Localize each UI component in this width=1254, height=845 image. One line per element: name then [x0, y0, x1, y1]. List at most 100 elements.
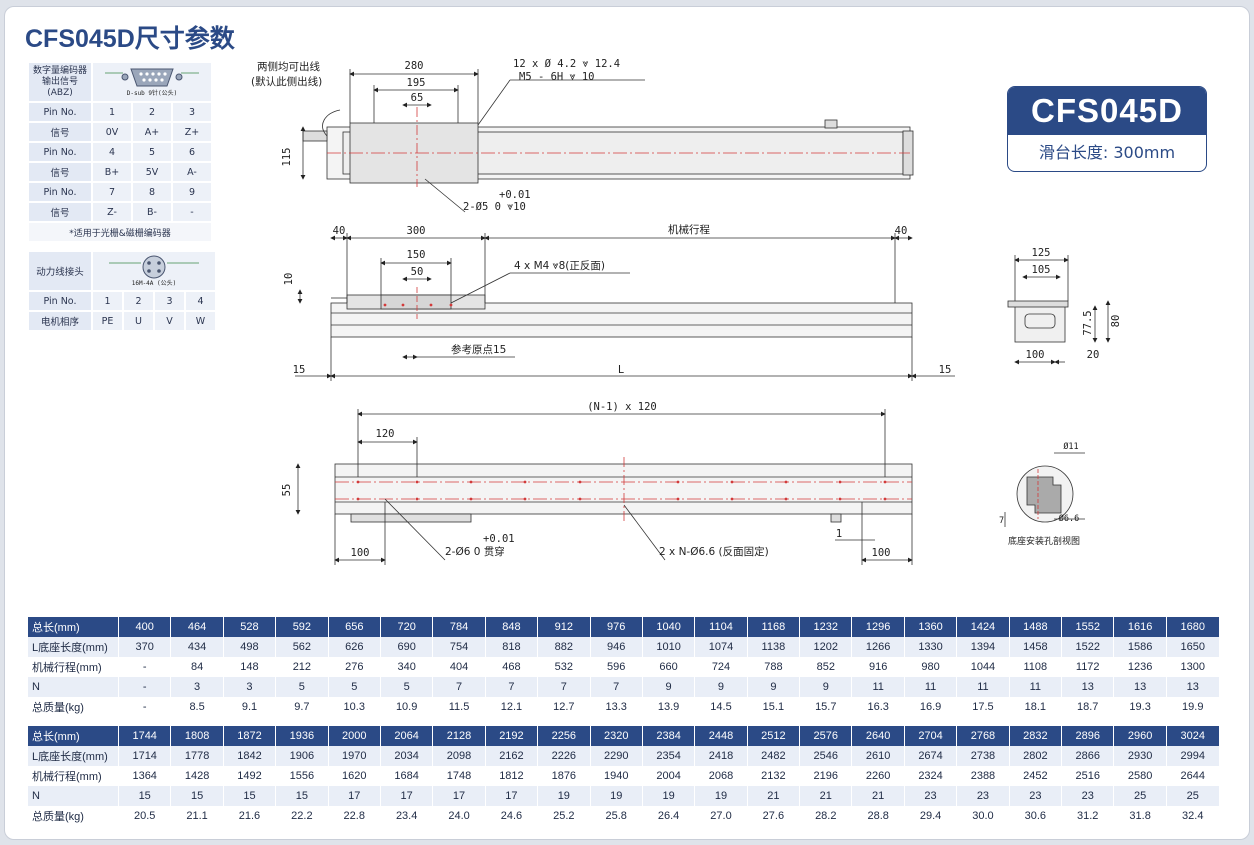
spec-cell: 25.8	[589, 806, 643, 826]
spec-cell: 2384	[641, 726, 695, 746]
spec-cell: 2640	[851, 726, 905, 746]
spec-cell: 1364	[117, 766, 171, 786]
spec-cell: 1394	[956, 637, 1010, 657]
enc-cell: 9	[173, 183, 211, 201]
section-caption: 底座安装孔剖视图	[1008, 535, 1080, 547]
dim-55: 55	[281, 484, 293, 497]
spec-cell: 1428	[170, 766, 224, 786]
spec-cell: 1010	[641, 637, 695, 657]
spec-cell: 852	[799, 657, 852, 677]
spec-cell: 15	[117, 786, 171, 806]
enc-row-label: 信号	[29, 163, 91, 181]
spec-cell: 2704	[903, 726, 957, 746]
spec-cell: 21.1	[170, 806, 224, 826]
spec-cell: 15	[170, 786, 224, 806]
spec-cell: 24.6	[484, 806, 538, 826]
spec-cell: 19.9	[1165, 697, 1219, 717]
spec-cell: 15.1	[746, 697, 800, 717]
power-header-label: 动力线接头	[29, 252, 91, 290]
m16-caption: 16M-4A (公头)	[132, 279, 177, 287]
spec-cell: 30.6	[1008, 806, 1062, 826]
spec-cell: 1138	[746, 637, 800, 657]
spec-row-label: N	[27, 677, 119, 697]
spec-cell: 21	[851, 786, 905, 806]
spec-cell: 2226	[537, 746, 591, 766]
spec-row-label: L底座长度(mm)	[27, 746, 119, 766]
spec-cell: 1744	[117, 726, 171, 746]
spec-cell: 27.6	[746, 806, 800, 826]
spec-cell: 532	[537, 657, 591, 677]
dim-125: 125	[1032, 247, 1051, 259]
spec-cell: 25	[1165, 786, 1219, 806]
dim-195: 195	[407, 77, 426, 89]
spec-cell: 5	[327, 677, 381, 697]
enc-cell: 8	[133, 183, 171, 201]
holes-note-b: 2 x N-Ø6.6 (反面固定)	[659, 545, 769, 558]
spec-cell: 29.4	[903, 806, 957, 826]
spec-cell: 2132	[746, 766, 800, 786]
spec-cell: 3024	[1165, 726, 1219, 746]
spec-cell: 2768	[956, 726, 1010, 746]
spec-cell: 11	[851, 677, 905, 697]
spec-cell: 720	[379, 617, 433, 637]
spec-cell: 1778	[170, 746, 224, 766]
spec-cell: 1842	[222, 746, 276, 766]
spec-cell: 626	[327, 637, 381, 657]
dim-15b: 15	[939, 364, 952, 376]
spec-row-label: 机械行程(mm)	[27, 657, 119, 677]
spec-cell: 13.9	[641, 697, 695, 717]
spec-cell: 1330	[903, 637, 957, 657]
spec-cell: 754	[432, 637, 486, 657]
spec-cell: 1360	[903, 617, 957, 637]
spec-cell: 656	[327, 617, 381, 637]
spec-cell: 1492	[222, 766, 276, 786]
encoder-note: *适用于光栅&磁栅编码器	[29, 223, 211, 241]
spec-cell: 882	[537, 637, 591, 657]
spec-cell: 23	[903, 786, 957, 806]
spec-cell: 22.8	[327, 806, 381, 826]
enc-cell: 2	[133, 103, 171, 121]
spec-cell: 18.7	[1061, 697, 1114, 717]
spec-cell: 2960	[1113, 726, 1167, 746]
spec-cell: 1300	[1165, 657, 1219, 677]
spec-cell: 562	[275, 637, 329, 657]
model-badge: CFS045D 滑台长度: 300mm	[1007, 86, 1207, 172]
enc-cell: B+	[93, 163, 131, 181]
dim-50: 50	[411, 266, 424, 278]
spec-cell: 976	[589, 617, 643, 637]
spec-cell: 2354	[641, 746, 695, 766]
pin-note-b: 2-Ø6 0 贯穿	[445, 545, 505, 558]
spec-cell: 12.7	[537, 697, 591, 717]
spec-cell: 1812	[484, 766, 538, 786]
dim-300: 300	[407, 225, 426, 237]
dim-150: 150	[407, 249, 426, 261]
spec-cell: 21.6	[222, 806, 276, 826]
spec-cell: 2644	[1165, 766, 1219, 786]
spec-cell: 1620	[327, 766, 381, 786]
holes-note-1: 12 x Ø 4.2 ⩔ 12.4	[513, 58, 620, 70]
spec-cell: 1074	[694, 637, 748, 657]
spec-cell: 1040	[641, 617, 695, 637]
spec-cell: 1522	[1061, 637, 1114, 657]
spec-cell: 2256	[537, 726, 591, 746]
spec-cell: 19.3	[1113, 697, 1167, 717]
spec-cell: 10.3	[327, 697, 381, 717]
spec-cell: 15.7	[799, 697, 852, 717]
spec-cell: 1044	[956, 657, 1010, 677]
dim-280: 280	[405, 60, 424, 72]
spec-cell: 2192	[484, 726, 538, 746]
spec-cell: 2418	[694, 746, 748, 766]
spec-cell: 12.1	[484, 697, 538, 717]
spec-cell: 22.2	[275, 806, 329, 826]
spec-cell: 13.3	[589, 697, 643, 717]
spec-cell: 5	[275, 677, 329, 697]
spec-cell: 1940	[589, 766, 643, 786]
pwr-cell: W	[186, 312, 215, 330]
spec-row-label: 总长(mm)	[27, 617, 119, 637]
spec-cell: 1104	[694, 617, 748, 637]
spec-cell: 1108	[1008, 657, 1062, 677]
pwr-row-label: Pin No.	[29, 292, 91, 310]
spec-row-label: 总长(mm)	[27, 726, 119, 746]
